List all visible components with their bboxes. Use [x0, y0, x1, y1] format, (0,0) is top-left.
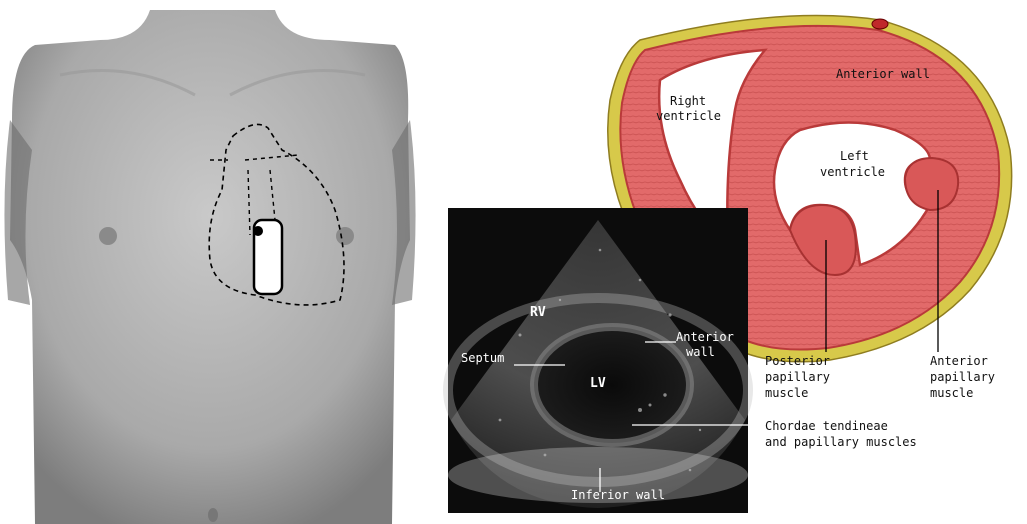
- echocardiogram-image: RV LV Septum Anterior wall Inferior wall: [448, 208, 760, 513]
- label-posterior-papillary-muscle: Posterior papillary muscle: [765, 354, 837, 400]
- echo-label-inferior-wall: Inferior wall: [571, 488, 665, 502]
- right-nipple: [336, 227, 354, 245]
- left-nipple: [99, 227, 117, 245]
- label-anterior-wall: Anterior wall: [836, 67, 930, 81]
- anterior-papillary-muscle: [905, 158, 958, 210]
- transducer-icon: [253, 220, 282, 294]
- label-anterior-papillary-muscle: Anterior papillary muscle: [930, 354, 1002, 400]
- label-chordae-tendineae: Chordae tendineae and papillary muscles: [765, 419, 917, 449]
- torso-image: [0, 0, 420, 524]
- echo-label-septum: Septum: [461, 351, 504, 365]
- echo-label-rv: RV: [530, 305, 546, 320]
- echo-label-lv: LV: [590, 376, 606, 391]
